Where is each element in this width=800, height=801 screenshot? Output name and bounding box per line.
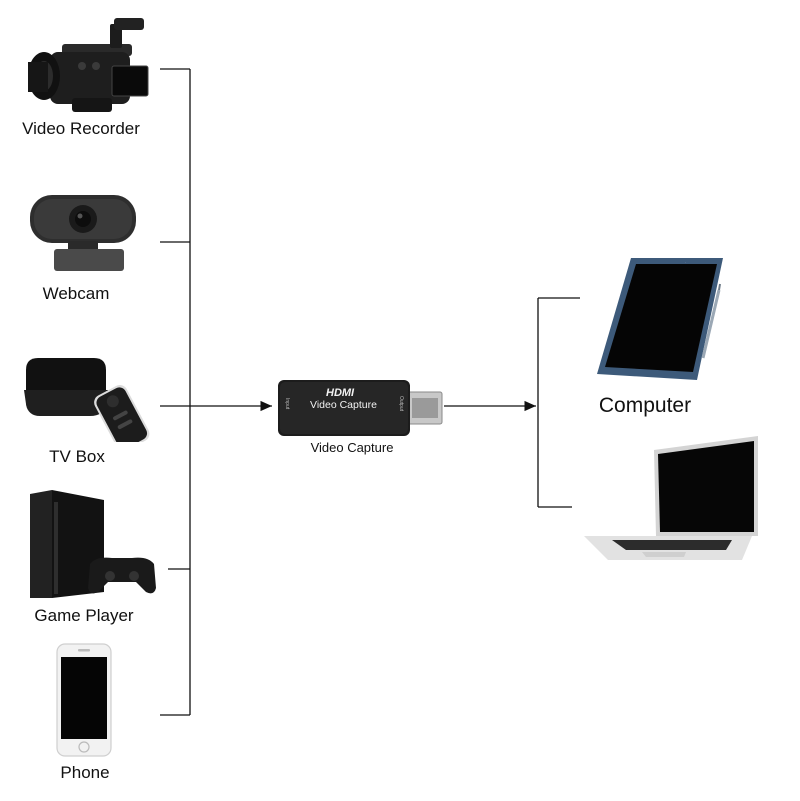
webcam-icon <box>30 195 136 271</box>
label-game-player: Game Player <box>34 606 134 625</box>
tablet-icon: . <box>597 258 723 380</box>
game-console-icon <box>30 490 156 598</box>
video-camera-icon <box>28 18 149 112</box>
svg-text:.: . <box>685 259 686 264</box>
label-computer: Computer <box>598 394 692 417</box>
label-tv-box: TV Box <box>49 447 105 466</box>
label-webcam: Webcam <box>42 284 110 303</box>
label-phone: Phone <box>60 763 110 782</box>
capture-device-text: Video Capture <box>310 399 377 411</box>
smartphone-icon <box>56 643 112 757</box>
label-video-capture: Video Capture <box>310 440 394 455</box>
label-video-recorder: Video Recorder <box>22 119 140 138</box>
capture-brand: HDMI <box>326 387 355 399</box>
tv-box-icon <box>24 358 150 442</box>
hdmi-capture-dongle-icon: HDMI Video Capture Input Output <box>278 380 443 436</box>
capture-port-in: Input <box>284 398 290 410</box>
capture-port-out: Output <box>398 396 404 412</box>
laptop-icon <box>584 436 758 560</box>
